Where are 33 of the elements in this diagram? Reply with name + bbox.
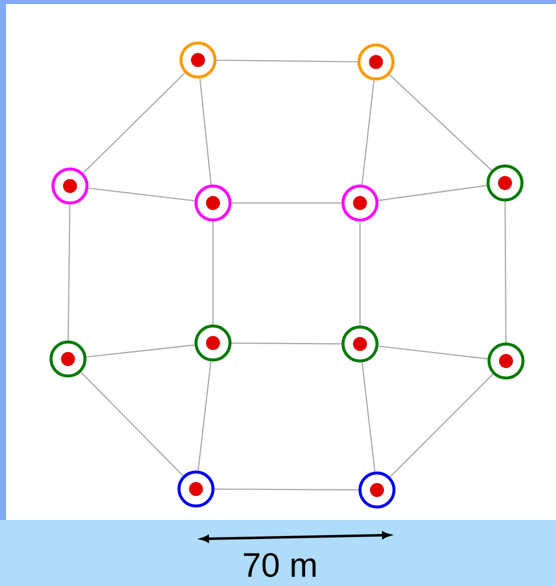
ringed-point [52, 168, 88, 204]
ringed-point [486, 164, 524, 202]
line [82, 72, 186, 174]
ringed-point [488, 342, 524, 380]
ringed-point [180, 42, 216, 78]
dimension-label: 70 m [244, 552, 316, 578]
line [359, 222, 361, 326]
line [390, 374, 494, 478]
line [212, 222, 214, 324]
line [361, 80, 374, 185]
line [504, 202, 506, 342]
ringed-point [342, 184, 378, 222]
ringed-point [194, 324, 232, 362]
ringed-point [342, 326, 378, 362]
line [362, 362, 376, 472]
ringed-point [178, 470, 214, 508]
line [198, 361, 212, 471]
line [378, 346, 488, 360]
ringed-point [358, 472, 396, 508]
line [80, 372, 184, 476]
line [378, 184, 487, 202]
ringed-point [194, 184, 232, 222]
line [68, 204, 70, 340]
line [216, 60, 358, 62]
ringed-point [358, 44, 394, 80]
line [88, 188, 195, 202]
line [389, 74, 492, 171]
line [232, 342, 342, 344]
line [232, 202, 342, 204]
line [199, 78, 212, 185]
line [86, 344, 195, 358]
line [214, 488, 358, 490]
ringed-point [50, 340, 86, 378]
